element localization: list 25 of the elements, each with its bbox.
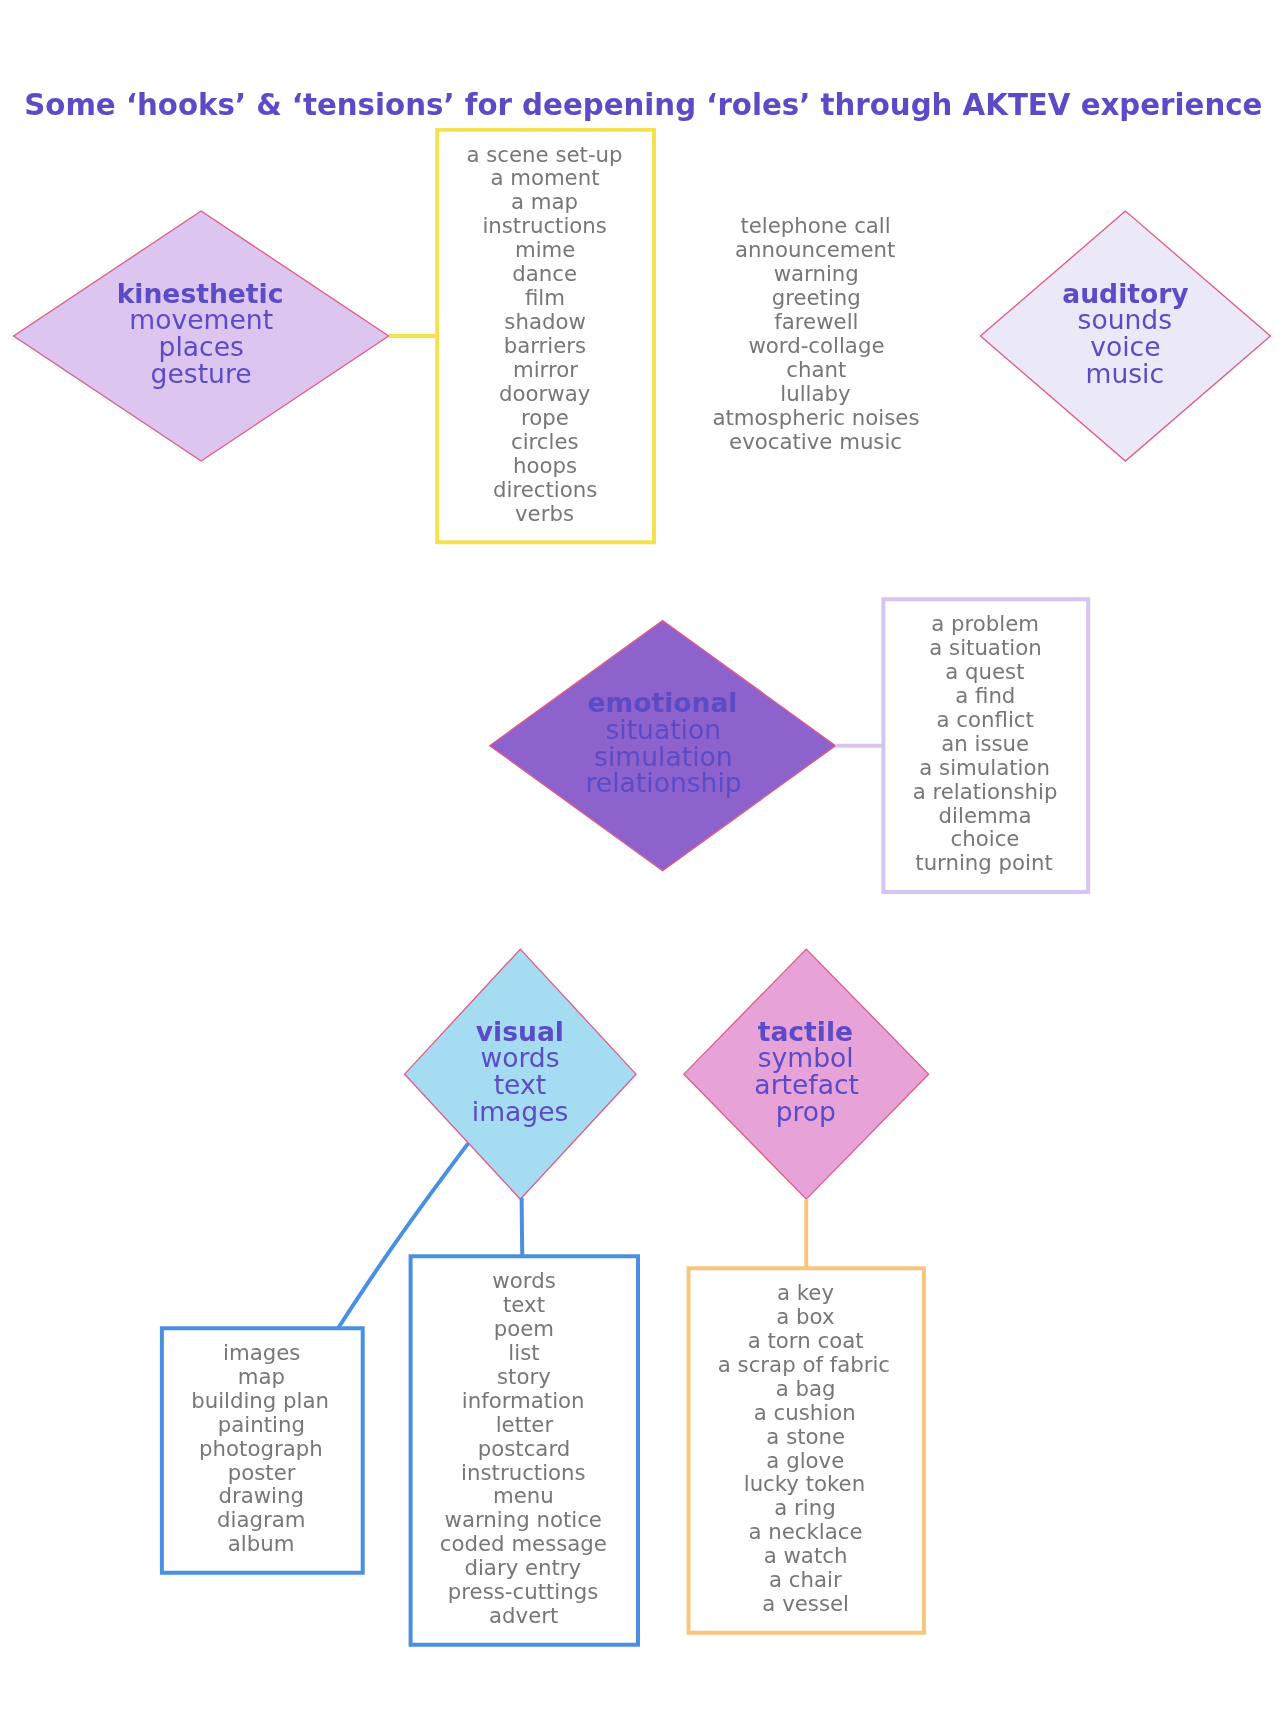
label: warning (773, 260, 859, 286)
label: evocative music (729, 428, 903, 454)
node-box: words text poem list story information letter postcard instructions menu warning notice coded message diary entry press-cuttings advert (408, 1253, 640, 1647)
label: atmospheric noises (712, 404, 920, 430)
connector (336, 1141, 470, 1329)
connector (388, 333, 437, 338)
node-diamond: visual words text images (403, 947, 637, 1200)
connector (804, 1198, 809, 1268)
connector (519, 1197, 525, 1256)
label: telephone call (740, 212, 891, 238)
label: farewell (774, 308, 859, 334)
node-diamond: auditory sounds voice music (979, 209, 1272, 462)
node-diamond: tactile symbol artefact prop (682, 947, 930, 1200)
node-diamond: kinesthetic movement places gesture (12, 209, 390, 462)
connector (835, 743, 884, 748)
node-box: a key a box a torn coat a scrap of fabric a bag a cushion a stone a glove lucky token a ring a necklace a watch a chair a vessel (686, 1265, 926, 1635)
label: lullaby (780, 380, 851, 406)
label: announcement (735, 236, 896, 262)
label: greeting (771, 284, 861, 310)
label: word-collage (748, 332, 885, 358)
node-box: images map building plan painting photograph poster drawing diagram album (159, 1325, 365, 1575)
node-box: a scene set-up a moment a map instructions mime dance film shadow barriers mirror doorway rope circles hoops directions verbs (435, 127, 656, 544)
label: chant (786, 356, 847, 382)
node-box: a problem a situation a quest a find a conflict an issue a simulation a relationship dilemma choice turning point (881, 596, 1091, 894)
diagram-title: Some ‘hooks’ & ‘tensions’ for deepening ‘roles’ through AKTEV experience (24, 87, 1263, 122)
